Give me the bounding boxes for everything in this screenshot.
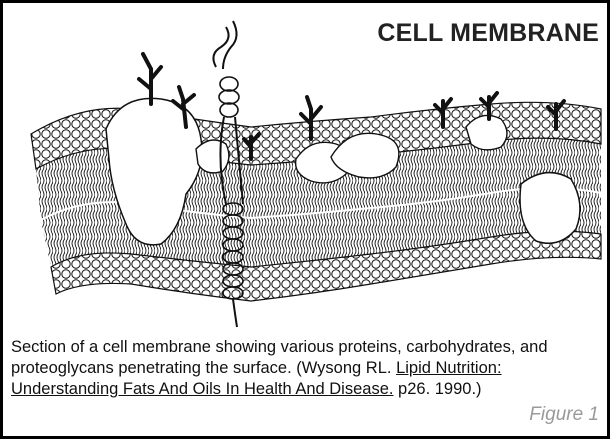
figure-caption: Section of a cell membrane showing vario… bbox=[11, 337, 601, 400]
caption-citation: p26. 1990.) bbox=[393, 380, 481, 398]
cell-membrane-illustration bbox=[11, 9, 606, 331]
figure-number: Figure 1 bbox=[529, 404, 599, 426]
figure-title: CELL MEMBRANE bbox=[377, 19, 599, 48]
